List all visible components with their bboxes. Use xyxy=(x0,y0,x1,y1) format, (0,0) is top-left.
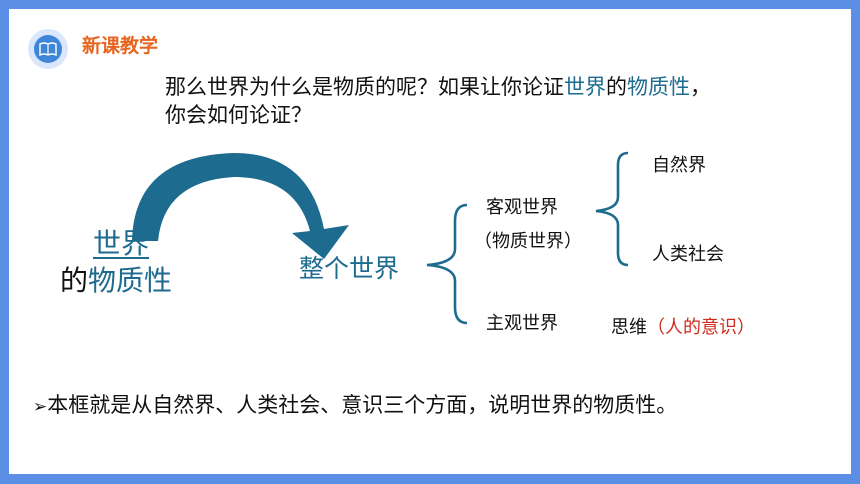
nature-label: 自然界 xyxy=(652,155,706,176)
of-label: 的 xyxy=(60,264,89,297)
question-materiality: 物质性 xyxy=(627,75,690,99)
summary-text: 本框就是从自然界、人类社会、意识三个方面，说明世界的物质性。 xyxy=(47,393,678,417)
whole-world-label: 整个世界 xyxy=(299,254,400,283)
question-prefix: 那么世界为什么是物质的呢？如果让你论证 xyxy=(165,75,564,99)
consciousness-label: （人的意识） xyxy=(647,317,755,338)
summary: ➢本框就是从自然界、人类社会、意识三个方面，说明世界的物质性。 xyxy=(33,389,677,419)
objective-world-label: 客观世界 xyxy=(486,197,558,218)
thinking-line: 思维（人的意识） xyxy=(611,313,755,339)
main-bracket xyxy=(426,203,468,325)
question-world: 世界 xyxy=(564,75,606,99)
book-icon xyxy=(34,35,62,63)
badge xyxy=(28,29,68,69)
material-world-label: （物质世界） xyxy=(474,231,582,252)
question-of: 的 xyxy=(606,75,627,99)
materiality-text: 物质性 xyxy=(88,264,173,297)
world-label: 世界 xyxy=(93,227,150,260)
question-text: 那么世界为什么是物质的呢？如果让你论证世界的物质性， 你会如何论证？ xyxy=(165,73,711,129)
human-society-label: 人类社会 xyxy=(652,244,724,265)
bullet-icon: ➢ xyxy=(33,397,48,417)
slide: 新课教学 那么世界为什么是物质的呢？如果让你论证世界的物质性， 你会如何论证？ … xyxy=(9,9,851,474)
materiality-label: 的物质性 xyxy=(60,259,172,299)
question-line2: 你会如何论证？ xyxy=(165,103,312,127)
question-comma: ， xyxy=(690,75,711,99)
subjective-world-label: 主观世界 xyxy=(486,313,558,334)
sub-bracket xyxy=(595,151,629,267)
thinking-label: 思维 xyxy=(611,317,647,338)
section-title: 新课教学 xyxy=(82,35,159,57)
curved-arrow-icon xyxy=(132,153,349,259)
